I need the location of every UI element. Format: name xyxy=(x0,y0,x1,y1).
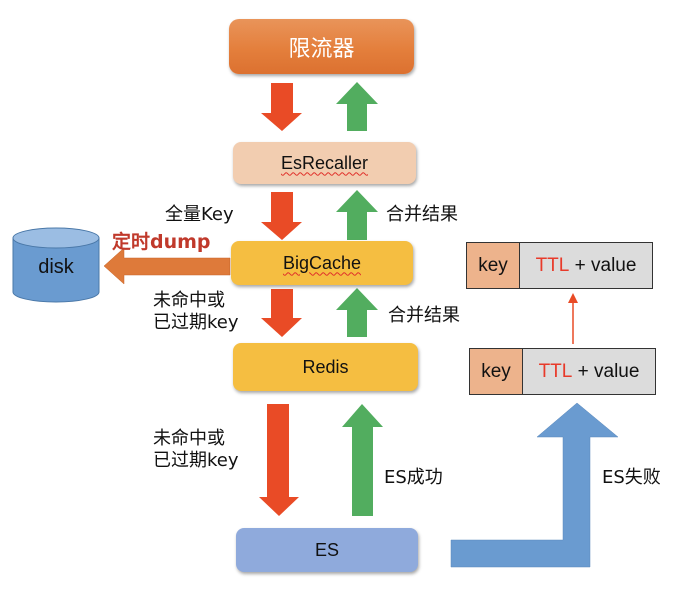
redis-label: Redis xyxy=(302,356,349,377)
merge-result-label-1: 合并结果 xyxy=(386,204,458,225)
request-arrow-recaller-to-bigcache xyxy=(261,192,302,240)
kv-value-cell: TTL + value xyxy=(523,349,655,394)
miss-or-expired-label-1: 未命中或 已过期key xyxy=(153,290,239,334)
response-arrow-bigcache-to-recaller xyxy=(336,190,378,240)
bigcache-label: BigCache xyxy=(282,252,362,273)
kv-value-text: + value xyxy=(569,254,637,276)
response-arrow-redis-to-bigcache xyxy=(336,288,378,337)
merge-result-label-2: 合并结果 xyxy=(388,305,460,326)
kv-value-text: + value xyxy=(572,360,640,382)
miss-or-expired-line-1: 未命中或 xyxy=(153,290,225,311)
es-node: ES xyxy=(236,528,418,572)
miss-or-expired-line-2: 已过期key xyxy=(153,450,239,471)
dump-arrow xyxy=(103,247,231,285)
request-arrow-limiter-to-recaller xyxy=(261,83,302,131)
kv-ttl-text: TTL xyxy=(538,360,573,382)
kv-key-cell: key xyxy=(470,349,523,394)
response-arrow-es-to-redis xyxy=(342,404,383,516)
disk-icon xyxy=(12,227,100,303)
ttl-update-arrow xyxy=(568,293,578,344)
disk-label: disk xyxy=(38,256,74,278)
timed-dump-label: 定时dump xyxy=(112,231,211,253)
rate-limiter-label: 限流器 xyxy=(288,36,355,62)
rate-limiter-node: 限流器 xyxy=(229,19,414,74)
kv-record-updated: key TTL + value xyxy=(466,242,653,289)
request-arrow-redis-to-es xyxy=(259,404,299,516)
es-recaller-node: EsRecaller xyxy=(233,142,416,184)
es-failure-label: ES失败 xyxy=(602,467,661,488)
request-arrow-bigcache-to-redis xyxy=(261,289,302,337)
kv-key-cell: key xyxy=(467,243,520,288)
response-arrow-recaller-to-limiter xyxy=(336,82,378,131)
kv-record-original: key TTL + value xyxy=(469,348,656,395)
es-label: ES xyxy=(314,539,339,560)
full-key-label: 全量Key xyxy=(165,204,234,225)
fallback-arrow xyxy=(450,402,619,568)
miss-or-expired-label-2: 未命中或 已过期key xyxy=(153,428,239,472)
miss-or-expired-line-2: 已过期key xyxy=(153,312,239,333)
miss-or-expired-line-1: 未命中或 xyxy=(153,428,225,449)
es-recaller-label: EsRecaller xyxy=(280,152,369,173)
redis-node: Redis xyxy=(233,343,418,391)
es-success-label: ES成功 xyxy=(384,467,443,488)
kv-ttl-text: TTL xyxy=(535,254,570,276)
kv-value-cell: TTL + value xyxy=(520,243,652,288)
bigcache-node: BigCache xyxy=(231,241,413,285)
